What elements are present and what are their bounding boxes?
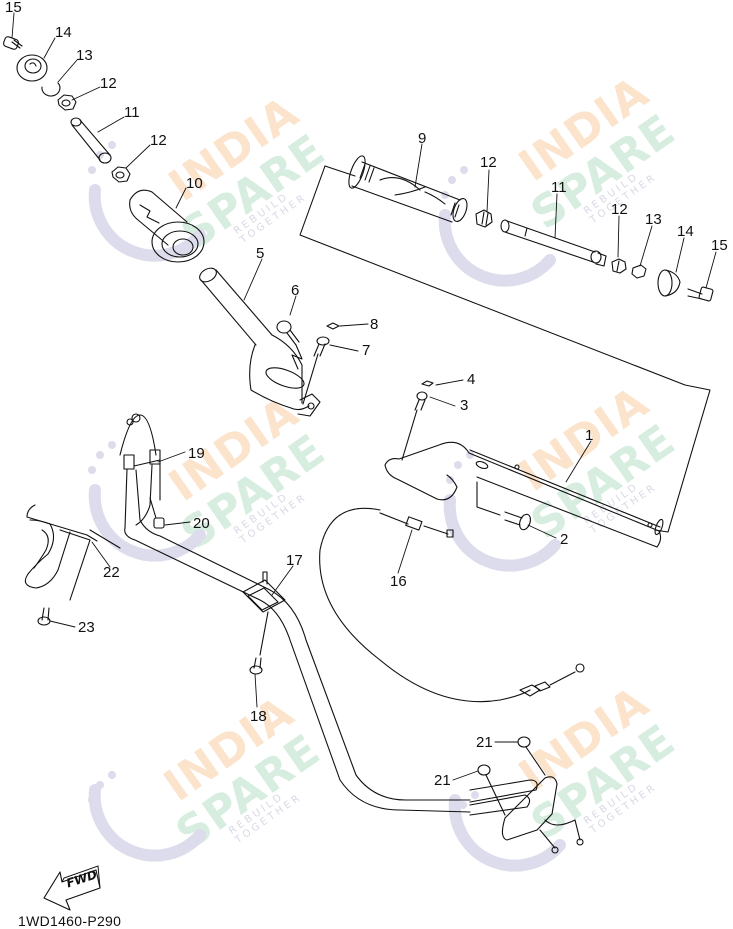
- part-8-washer: [326, 322, 340, 330]
- part-4-washer: [421, 380, 434, 387]
- part-14-end-weight-left: [16, 54, 48, 82]
- callout-9: 9: [418, 130, 427, 147]
- leader-lines: [11, 12, 717, 781]
- callout-18: 18: [250, 708, 267, 725]
- part-12-nut-right-a: [475, 209, 493, 228]
- callout-19: 19: [188, 445, 205, 462]
- part-9-grip-right: [348, 155, 468, 223]
- callout-11-right: 11: [551, 179, 567, 196]
- callout-15-left: 15: [5, 0, 22, 16]
- part-19-switch-wiring: [119, 413, 161, 470]
- part-14-end-weight-right: [657, 269, 681, 297]
- part-21-bolt-b: [477, 764, 506, 816]
- part-21-bolt-a: [517, 736, 546, 776]
- callout-11-left: 11: [124, 104, 140, 121]
- callout-7: 7: [362, 342, 371, 359]
- part-2-bolt: [476, 481, 531, 531]
- part-23-screw: [37, 607, 51, 626]
- callout-1: 1: [585, 427, 594, 444]
- callout-17: 17: [286, 552, 303, 569]
- part-12-nut-left-a: [57, 94, 77, 111]
- callout-16: 16: [390, 573, 407, 590]
- callout-20: 20: [193, 515, 210, 532]
- part-12-nut-right-b: [611, 258, 627, 274]
- part-15-bolt-left: [3, 36, 23, 50]
- part-16-throttle-cable: [319, 507, 585, 703]
- part-6-bolt: [276, 320, 303, 370]
- callout-21-b: 21: [434, 772, 451, 789]
- callout-14-left: 14: [55, 24, 72, 41]
- part-7-screw: [302, 336, 330, 405]
- cable-bundle: [124, 462, 471, 813]
- part-11-collar-left: [70, 117, 112, 164]
- part-3-screw: [401, 391, 428, 461]
- callout-5: 5: [256, 245, 265, 262]
- callout-13-left: 13: [76, 47, 93, 64]
- callout-2: 2: [560, 531, 569, 548]
- callout-22: 22: [103, 564, 120, 581]
- part-12-nut-left-b: [111, 166, 131, 183]
- part-17-clamp: [242, 571, 286, 613]
- callout-10: 10: [186, 175, 203, 192]
- callout-8: 8: [370, 316, 379, 333]
- callout-12-left-a: 12: [100, 75, 117, 92]
- part-13-clip-right: [631, 264, 647, 279]
- callout-23: 23: [78, 619, 95, 636]
- callout-12-right-b: 12: [611, 201, 628, 218]
- callout-6: 6: [291, 282, 300, 299]
- part-5-handlebar-left: [199, 267, 321, 417]
- part-21-bracket: [469, 776, 584, 854]
- part-20-screw: [149, 497, 165, 529]
- fwd-arrow-icon: [43, 865, 101, 911]
- part-11-collar-right: [500, 219, 607, 267]
- part-15-bolt-right: [687, 286, 714, 302]
- part-13-clip-left: [41, 82, 61, 97]
- callout-12-right-a: 12: [480, 154, 497, 171]
- callout-3: 3: [460, 397, 469, 414]
- callout-12-left-b: 12: [150, 132, 167, 149]
- part-18-screw: [249, 611, 269, 675]
- callout-13-right: 13: [645, 211, 662, 228]
- callout-14-right: 14: [677, 223, 694, 240]
- drawing-code: 1WD1460-P290: [18, 913, 122, 929]
- part-1-handlebar-right: [384, 441, 664, 548]
- callout-4: 4: [467, 371, 476, 388]
- part-10-throttle-grip: [129, 189, 205, 263]
- part-22-lever-holder: [24, 504, 121, 601]
- callout-21-a: 21: [476, 734, 493, 751]
- callout-15-right: 15: [711, 237, 728, 254]
